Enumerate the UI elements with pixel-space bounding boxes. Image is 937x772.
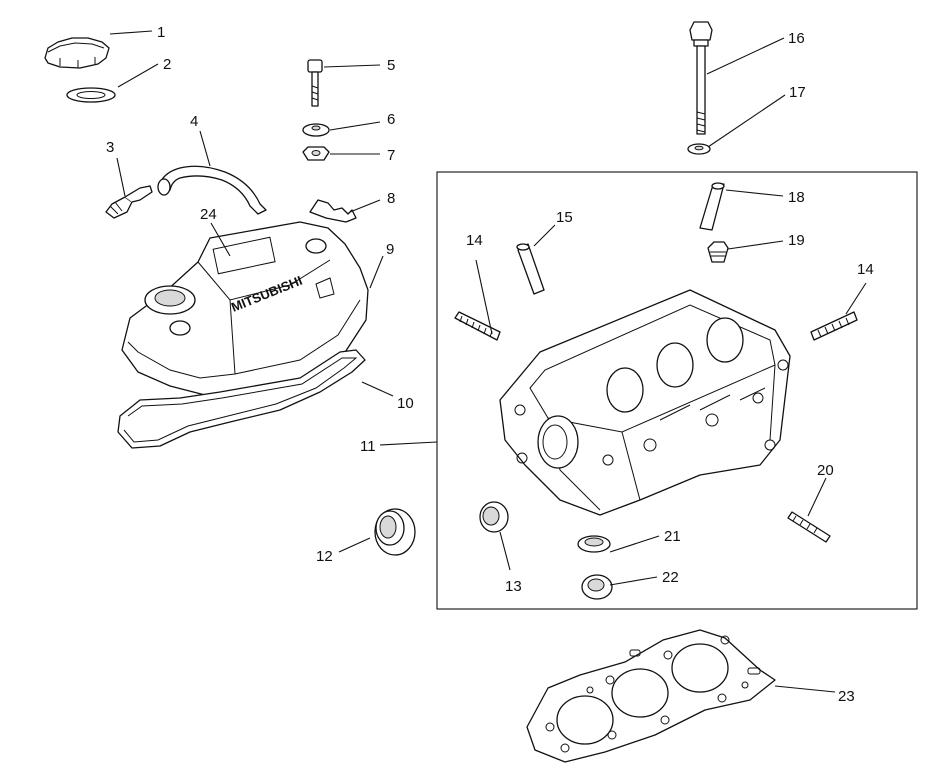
callout-3: 3 [106,139,114,156]
callout-23: 23 [838,688,855,705]
oil-filler-cap[interactable] [44,37,110,69]
stud-bolt-right[interactable] [810,311,858,341]
callout-18: 18 [788,189,805,206]
stud-bolt-left[interactable] [454,311,501,341]
callout-16: 16 [788,30,805,47]
callout-19: 19 [788,232,805,249]
head-bolt-washer[interactable] [687,143,711,155]
callout-22: 22 [662,569,679,586]
callout-6: 6 [387,111,395,128]
callout-12: 12 [316,548,333,565]
rubber-grommet[interactable] [302,146,330,161]
callout-4: 4 [190,113,198,130]
callout-14-right: 14 [857,261,874,278]
callout-labels: 1 2 3 4 5 6 7 8 9 10 11 12 13 14 14 15 1… [106,24,874,705]
cylinder-head-gasket[interactable] [526,629,776,763]
callout-7: 7 [387,147,395,164]
seal-22[interactable] [581,574,613,600]
camshaft-oil-seal[interactable] [374,508,416,556]
leader-lines [109,30,867,693]
oil-seal-13[interactable] [479,501,509,533]
callout-8: 8 [387,190,395,207]
callout-9: 9 [386,241,394,258]
valve-guide-right[interactable] [699,182,725,231]
callout-15: 15 [556,209,573,226]
cylinder-head-bolt[interactable] [689,21,713,135]
wiring-clip[interactable] [309,199,357,223]
callout-17: 17 [789,84,806,101]
callout-24: 24 [200,206,217,223]
cylinder-head[interactable] [499,289,791,516]
filler-cap-gasket[interactable] [66,87,116,103]
callout-10: 10 [397,395,414,412]
cylinder-head-inset-frame [436,171,918,610]
callout-14-left: 14 [466,232,483,249]
rocker-cover-gasket[interactable] [117,349,366,449]
stud-bolt-lower[interactable] [787,511,831,543]
callout-21: 21 [664,528,681,545]
breather-hose[interactable] [157,165,267,215]
plug[interactable] [707,241,729,263]
callout-2: 2 [163,56,171,73]
sealing-washer[interactable] [302,123,330,137]
callout-13: 13 [505,578,522,595]
valve-stem-seal[interactable] [577,535,611,553]
pcv-valve[interactable] [105,185,153,219]
callout-11: 11 [360,438,376,455]
valve-guide-left[interactable] [516,243,545,295]
callout-5: 5 [387,57,395,74]
callout-20: 20 [817,462,834,479]
callout-1: 1 [157,24,165,41]
rocker-cover[interactable]: MITSUBISHI [121,221,369,396]
cover-bolt[interactable] [307,59,323,107]
